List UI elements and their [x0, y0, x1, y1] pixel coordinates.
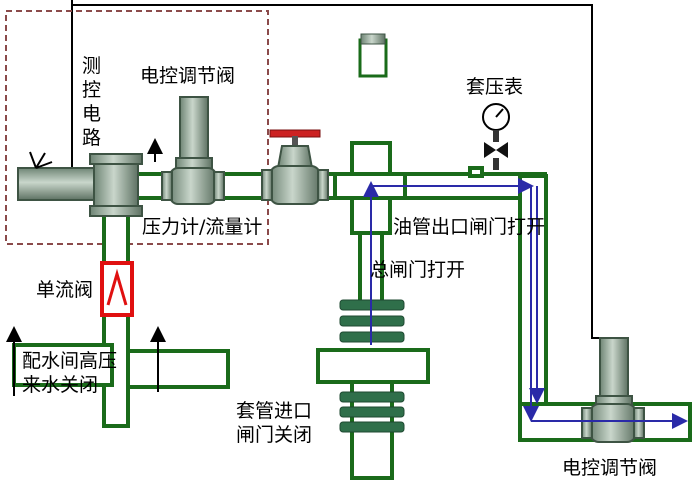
measure-control-char-2: 控 — [82, 79, 101, 101]
ecv-top-icon — [161, 96, 225, 205]
ecv-top-label: 电控调节阀 — [140, 65, 235, 87]
pressure-gauge-icon — [482, 103, 510, 170]
main-valve-label: 总闸门打开 — [370, 259, 465, 281]
ecv-bottom-icon — [581, 337, 645, 443]
junction-box — [358, 33, 388, 78]
measure-control-char-1: 测 — [82, 55, 101, 77]
check-valve-icon — [100, 261, 134, 317]
ecv-bottom-label: 电控调节阀 — [562, 457, 657, 479]
high-pressure-water-label-1: 配水间高压 — [22, 350, 117, 372]
gate-valve-icon — [261, 129, 329, 205]
measure-control-char-3: 电 — [82, 103, 101, 125]
check-valve-label: 单流阀 — [36, 279, 93, 301]
control-wire — [71, 0, 600, 339]
casing-pressure-gauge-label: 套压表 — [466, 76, 523, 98]
flow-arrows — [363, 178, 688, 429]
tubing-outlet-valve-label: 油管出口闸门打开 — [393, 216, 545, 238]
indicator-arrows — [6, 138, 166, 396]
measure-control-box — [5, 10, 269, 245]
casing-inlet-label-2: 闸门关闭 — [236, 424, 312, 446]
measure-control-char-4: 路 — [82, 127, 101, 149]
measure-control-label: 测 控 电 路 — [82, 55, 101, 149]
casing-inlet-label-1: 套管进口 — [236, 400, 312, 422]
pressure-flow-meter-label: 压力计/流量计 — [142, 216, 262, 238]
high-pressure-water-label-2: 来水关闭 — [22, 374, 98, 396]
inlet-tee — [17, 151, 143, 217]
